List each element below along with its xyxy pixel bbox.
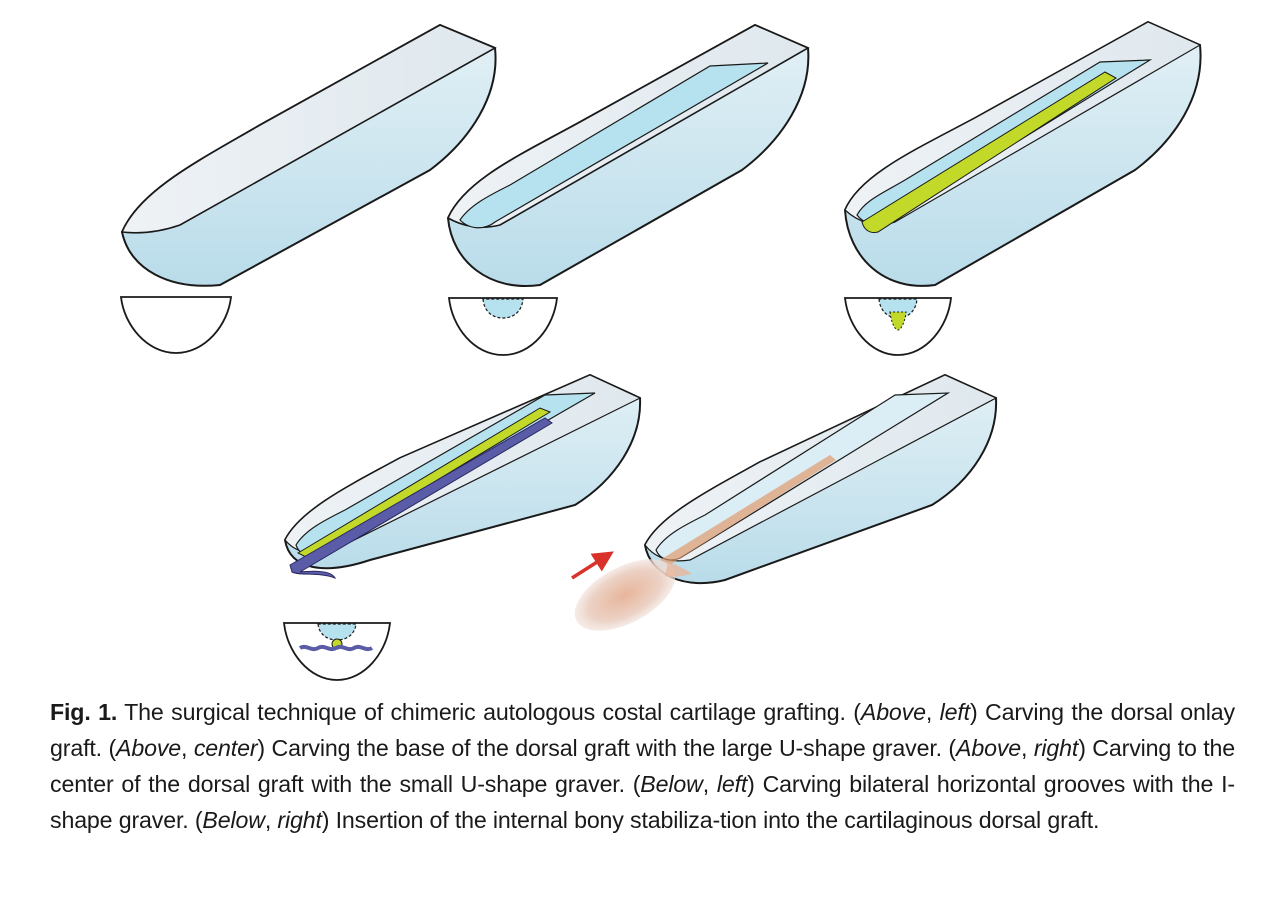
purple-groove xyxy=(289,417,553,579)
bone-tabs xyxy=(665,562,692,577)
panel-1-sep: , xyxy=(925,699,940,725)
panel-5-sep: , xyxy=(264,807,278,833)
panel-1-loc-a: Above xyxy=(860,699,926,725)
bone-stabilizer xyxy=(574,559,676,631)
panel-1-loc-b: left xyxy=(939,699,970,725)
panel-below-left xyxy=(283,373,642,681)
insertion-arrow xyxy=(571,551,614,580)
panel-4-sep: , xyxy=(702,771,717,797)
cross-section-green xyxy=(889,311,907,331)
cross-section-u-groove xyxy=(482,298,524,319)
small-u-groove xyxy=(861,71,1117,233)
cross-section-purple xyxy=(298,644,374,652)
panel-below-right xyxy=(571,373,998,631)
bone-stabilizer-inserted xyxy=(660,455,836,566)
cross-section-solid xyxy=(119,296,233,354)
panel-5-loc-b: right xyxy=(277,807,322,833)
panel-3-text: ) Carving to the center of the dorsal gr… xyxy=(50,735,1235,797)
panel-3-loc-b: right xyxy=(1033,735,1079,761)
panel-4-text: ) Carving bilateral horizontal grooves w… xyxy=(50,771,1235,833)
panel-4-loc-a: Below xyxy=(640,771,703,797)
caption-intro: The surgical technique of chimeric autol… xyxy=(117,699,861,725)
panel-above-center xyxy=(446,23,810,356)
cross-section-blue xyxy=(878,298,918,319)
cross-section-i xyxy=(283,622,391,681)
u-groove xyxy=(459,62,769,229)
figure-label: Fig. 1. xyxy=(50,699,118,725)
cross-section-u xyxy=(448,297,558,356)
figure-caption: Fig. 1. The surgical technique of chimer… xyxy=(50,694,1235,838)
panel-above-right xyxy=(843,20,1202,356)
panel-3-sep: , xyxy=(1021,735,1034,761)
figure-illustration xyxy=(119,20,1202,681)
panel-4-loc-b: left xyxy=(716,771,748,797)
panel-5-text: ) Insertion of the internal bony stabili… xyxy=(321,807,1100,833)
panel-2-loc-a: Above xyxy=(116,735,182,761)
panel-2-loc-b: center xyxy=(193,735,258,761)
panel-1-text: ) Carving the dorsal onlay graft. ( xyxy=(50,699,1235,761)
panel-2-text: ) Carving the base of the dorsal graft w… xyxy=(257,735,957,761)
panel-5-loc-a: Below xyxy=(202,807,265,833)
graft-top-face xyxy=(120,24,497,234)
panel-3-loc-a: Above xyxy=(956,735,1022,761)
panel-above-left xyxy=(119,23,497,354)
panel-2-sep: , xyxy=(181,735,194,761)
